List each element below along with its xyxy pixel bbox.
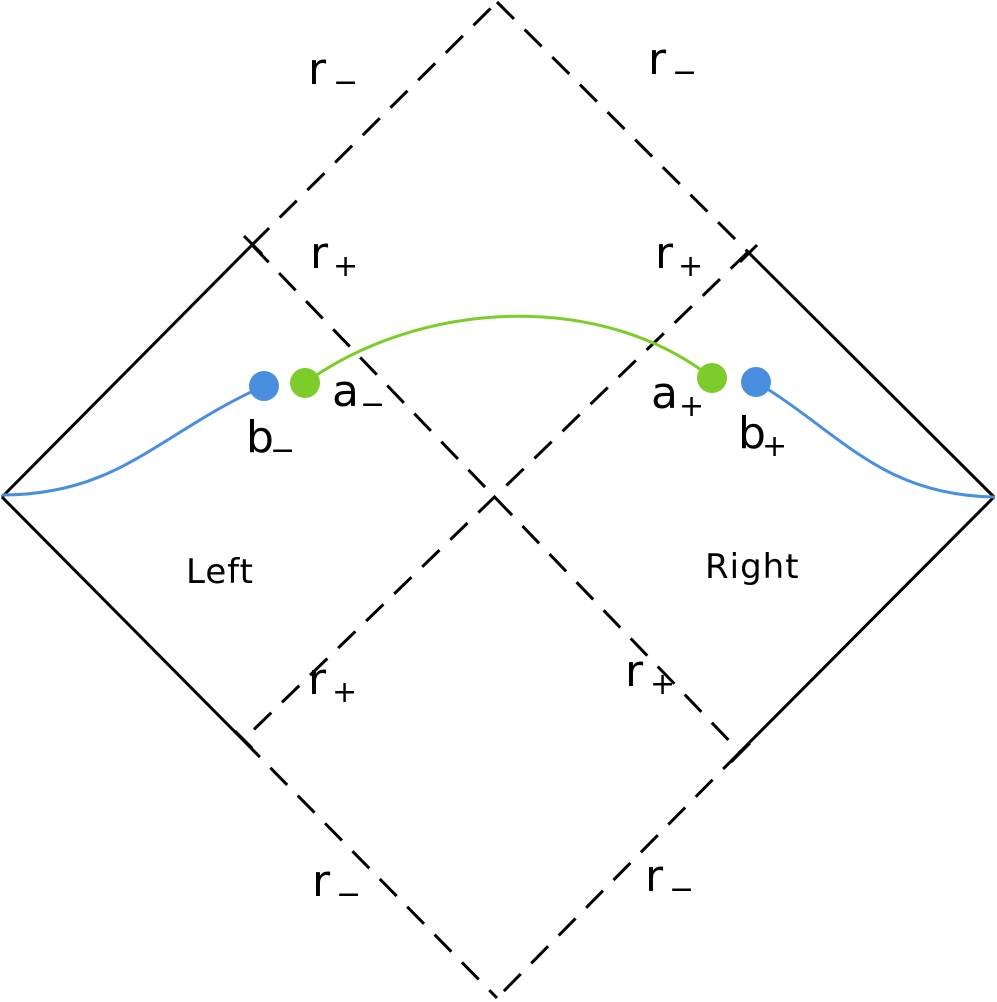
tick-top-left: [242, 234, 264, 256]
label-a-plus: a +: [651, 368, 704, 424]
label-r-top-left-inner: r +: [310, 228, 358, 284]
point-a-plus: [697, 363, 727, 393]
label-r-bottom-right-outer: r −: [645, 851, 694, 907]
svg-text:+: +: [762, 429, 787, 464]
blue-curve-right: [755, 380, 995, 499]
left-boundary-lower: [0, 495, 245, 742]
svg-text:r: r: [308, 44, 327, 95]
label-r-top-right-inner: r +: [655, 228, 703, 284]
label-r-top-right-outer: r −: [648, 34, 697, 90]
svg-text:r: r: [308, 654, 327, 705]
svg-text:−: −: [270, 433, 295, 468]
label-r-bottom-left-inner: r +: [308, 654, 357, 710]
svg-text:−: −: [333, 65, 358, 100]
tick-bottom-right: [729, 741, 752, 764]
svg-text:+: +: [678, 249, 703, 284]
svg-text:−: −: [669, 872, 694, 907]
region-label-right: Right: [705, 547, 800, 587]
svg-text:+: +: [332, 675, 357, 710]
svg-text:+: +: [679, 389, 704, 424]
svg-text:r: r: [655, 228, 674, 279]
horizon-diagonal-ascending: [241, 250, 750, 742]
right-boundary-lower: [738, 495, 996, 754]
point-a-minus: [290, 368, 320, 398]
point-b-plus: [741, 367, 771, 397]
horizon-bottom-left-outer: [241, 738, 499, 1000]
right-boundary-upper: [746, 250, 996, 499]
label-b-minus: b −: [246, 412, 295, 468]
svg-text:r: r: [648, 34, 667, 85]
label-r-bottom-left-outer: r −: [312, 856, 361, 912]
horizon-bottom-right-outer: [495, 750, 742, 1000]
label-a-minus: a −: [332, 366, 385, 422]
svg-text:r: r: [645, 851, 664, 902]
label-r-top-left-outer: r −: [308, 44, 358, 100]
svg-text:−: −: [360, 387, 385, 422]
svg-text:r: r: [310, 228, 329, 279]
svg-text:b: b: [738, 408, 766, 459]
svg-text:a: a: [651, 368, 678, 419]
outer-boundaries: [0, 243, 996, 754]
svg-text:r: r: [312, 856, 331, 907]
corner-ticks: [233, 234, 759, 764]
blue-curve-left: [1, 384, 265, 497]
point-b-minus: [249, 371, 279, 401]
horizon-diagonal-descending: [250, 243, 742, 754]
svg-text:a: a: [332, 366, 359, 417]
svg-text:−: −: [672, 55, 697, 90]
tick-bottom-left: [233, 729, 254, 750]
svg-text:−: −: [336, 877, 361, 912]
left-boundary-upper: [0, 243, 254, 499]
label-b-plus: b +: [738, 408, 787, 464]
horizon-top-right-outer: [495, 0, 750, 254]
label-r-bottom-right-inner: r +: [625, 646, 675, 702]
horizons: [241, 0, 750, 1000]
svg-text:+: +: [333, 249, 358, 284]
region-label-left: Left: [186, 552, 254, 592]
svg-text:r: r: [625, 646, 644, 697]
svg-text:b: b: [246, 412, 274, 463]
green-arc: [304, 314, 713, 385]
tick-top-right: [738, 243, 759, 264]
svg-text:+: +: [650, 667, 675, 702]
horizon-top-left-outer: [250, 0, 499, 247]
